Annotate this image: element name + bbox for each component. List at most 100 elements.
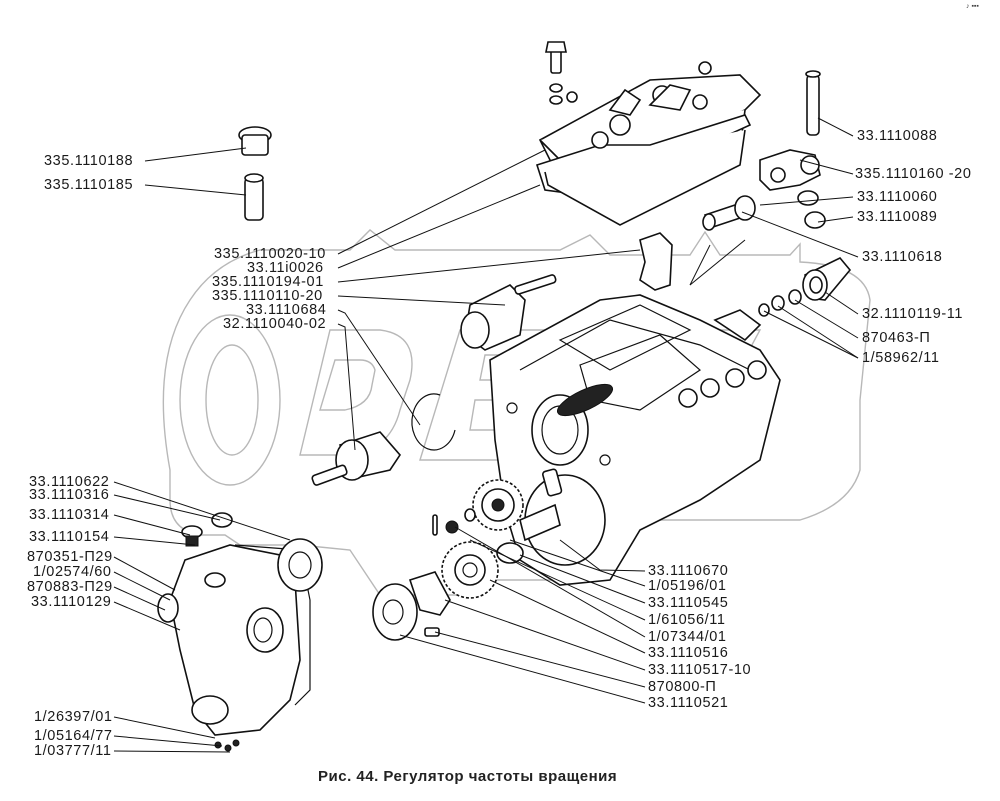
- part-label: 32.1110040-02: [223, 316, 327, 332]
- leader-line: [113, 716, 216, 739]
- retaining-ring-part: [411, 393, 456, 451]
- part-label: 33.1110089: [857, 209, 938, 225]
- part-label: 33.1110684: [246, 302, 327, 318]
- part-label: 33.1110670: [648, 563, 729, 579]
- part-label: 33.1110316: [29, 487, 110, 503]
- leader-line: [337, 323, 356, 451]
- cover-plate-assembly: [535, 41, 762, 226]
- washer-part: [211, 512, 233, 528]
- part-label: 870800-П: [648, 679, 717, 695]
- part-label: 32.1110119-11: [862, 306, 964, 322]
- leader-line: [509, 539, 646, 587]
- leader-line: [399, 634, 646, 704]
- long-bolt-part: [805, 70, 821, 136]
- bushing-part: [804, 211, 826, 229]
- plug-part: [181, 525, 203, 547]
- part-label: 335.1110020-10: [214, 246, 326, 262]
- adjusting-screw-part: [702, 195, 756, 231]
- part-label: 1/02574/60: [33, 564, 112, 580]
- part-label: 870351-П29: [27, 549, 113, 565]
- figure-caption: Рис. 44. Регулятор частоты вращения: [318, 768, 618, 785]
- part-label: 1/26397/01: [34, 709, 113, 725]
- leader-line: [759, 196, 854, 206]
- washer-part: [758, 303, 770, 317]
- pulley-part: [372, 583, 418, 641]
- leader-line: [337, 295, 506, 306]
- nut-part: [788, 289, 802, 305]
- leader-line: [144, 184, 247, 196]
- leader-line: [144, 147, 247, 162]
- part-label: 33.1110154: [29, 529, 110, 545]
- nut-part: [771, 295, 785, 311]
- clutch-part: [408, 571, 451, 616]
- leader-line: [794, 299, 859, 339]
- spring-cup-part: [460, 274, 557, 351]
- leader-line: [337, 309, 421, 426]
- leader-line: [454, 526, 646, 638]
- part-label: 1/58962/11: [862, 350, 940, 366]
- leader-line: [741, 211, 859, 258]
- sleeve-part: [802, 257, 852, 301]
- part-label: 33.1110545: [648, 595, 729, 611]
- leader-line: [337, 249, 641, 283]
- part-label: 1/05164/77: [34, 728, 113, 744]
- leader-line: [799, 159, 854, 175]
- leader-line: [113, 536, 196, 546]
- bearing-part: [277, 538, 323, 592]
- part-label: 870463-П: [862, 330, 931, 346]
- part-label: 33.1110618: [862, 249, 943, 265]
- leader-line: [434, 631, 646, 688]
- leader-line: [113, 494, 221, 521]
- bracket-part: [639, 232, 673, 291]
- part-label: 33.1110060: [857, 189, 938, 205]
- part-label: 335.1110110-20: [212, 288, 323, 304]
- part-label: 33.1110314: [29, 507, 110, 523]
- lever-part: [759, 149, 821, 191]
- part-label: 33.1110516: [648, 645, 729, 661]
- part-label: 1/61056/11: [648, 612, 726, 628]
- cotter-pin-part: [432, 514, 438, 536]
- leader-line: [689, 244, 711, 286]
- part-label: 33.1110088: [857, 128, 938, 144]
- key-part: [424, 627, 440, 637]
- washer-part: [797, 190, 819, 206]
- part-label: 1/07344/01: [648, 629, 727, 645]
- part-label: 33.1110622: [29, 474, 110, 490]
- leader-line: [113, 735, 223, 747]
- part-label: 33.1110521: [648, 695, 729, 711]
- leader-line: [689, 239, 746, 286]
- bushing-part: [496, 542, 524, 564]
- part-label: 870883-П29: [27, 579, 113, 595]
- leader-line: [777, 305, 859, 359]
- drive-flange-part: [519, 468, 606, 566]
- corner-mark: ♪ ▪▪▪: [966, 3, 979, 10]
- gear-part: [472, 479, 524, 531]
- part-label: 33.1110129: [31, 594, 112, 610]
- part-label: 33.11i0026: [247, 260, 324, 276]
- washer-part: [464, 508, 476, 522]
- leader-line: [817, 216, 854, 223]
- leader-line: [113, 481, 291, 541]
- nut-part: [445, 520, 459, 534]
- leader-line: [113, 750, 231, 753]
- leader-lines: [113, 117, 859, 753]
- gear-part: [441, 541, 499, 599]
- leader-line: [824, 291, 859, 315]
- leader-line: [113, 601, 181, 631]
- part-label: 1/03777/11: [34, 743, 112, 759]
- leader-line: [559, 539, 646, 572]
- part-label: 33.1110517-10: [648, 662, 752, 678]
- leader-line: [519, 554, 646, 604]
- leader-line: [489, 579, 646, 654]
- leader-line: [763, 310, 859, 359]
- flyweight-assembly: [311, 431, 402, 486]
- leader-line: [113, 571, 171, 601]
- part-label: 335.1110194-01: [212, 274, 324, 290]
- part-label: 335.1110188: [44, 153, 134, 169]
- leader-line: [469, 539, 646, 621]
- part-label: 335.1110160 -20: [855, 166, 972, 182]
- leader-line: [337, 184, 541, 269]
- leader-line: [113, 514, 191, 536]
